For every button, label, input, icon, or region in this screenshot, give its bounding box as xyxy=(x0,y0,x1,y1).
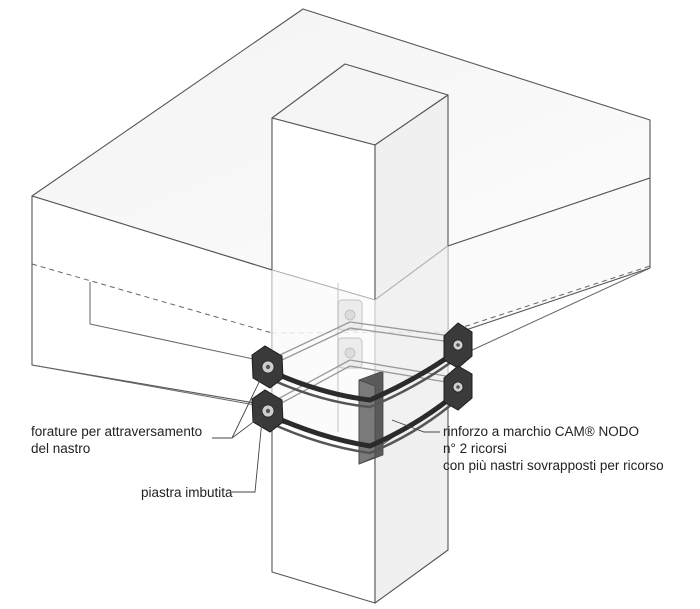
plate-right-upper xyxy=(443,322,473,369)
plate-right-lower xyxy=(443,365,473,411)
label-rinforzo-line-3: con più nastri sovrapposti per ricorso xyxy=(443,458,664,473)
rear-plate-lower xyxy=(337,337,363,369)
label-piastra: piastra imbutita xyxy=(141,485,233,500)
label-forature-line-1: forature per attraversamento xyxy=(31,424,203,439)
label-forature: forature per attraversamento del nastro xyxy=(31,423,202,457)
label-forature-line-2: del nastro xyxy=(31,441,91,456)
column-lower xyxy=(271,397,449,604)
leader-piastra xyxy=(232,419,263,493)
column-upper xyxy=(271,63,449,301)
plate-front-left-lower xyxy=(251,389,284,433)
leader-rinforzo xyxy=(391,419,440,433)
leader-forature-2 xyxy=(231,413,265,439)
leader-lines xyxy=(212,371,440,493)
label-rinforzo: rinforzo a marchio CAM® NODO n° 2 ricors… xyxy=(443,423,664,474)
plate-front-left-upper xyxy=(251,345,284,389)
label-rinforzo-line-2: n° 2 ricorsi xyxy=(443,441,507,456)
column-upper-front-face xyxy=(271,117,376,301)
label-rinforzo-line-1: rinforzo a marchio CAM® NODO xyxy=(443,424,639,439)
